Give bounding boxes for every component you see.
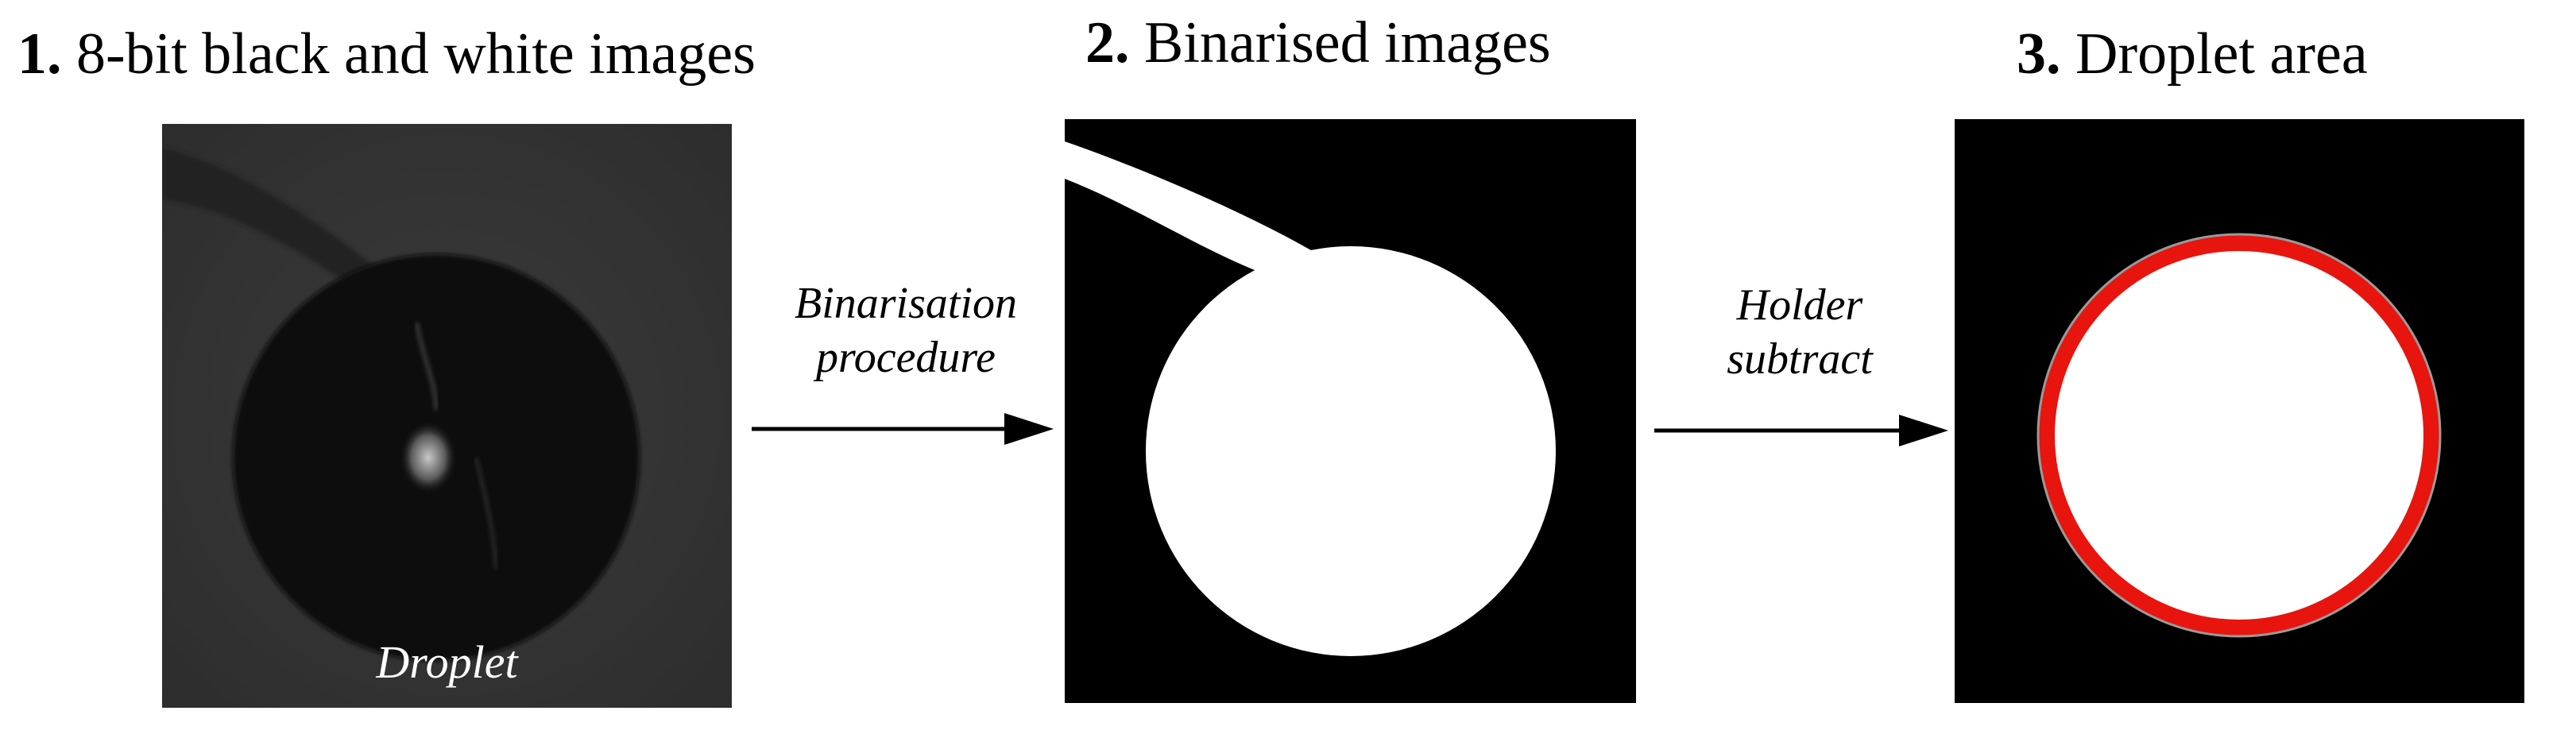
binarisation-line-1: Binarisation: [794, 279, 1018, 328]
holder-subtract-line-2: subtract: [1727, 334, 1873, 384]
droplet-area-graphic: [1955, 119, 2524, 703]
holder-subtract-step-label: Holder subtract: [1649, 278, 1951, 386]
binarised-graphic: [1065, 119, 1636, 703]
binarised-holder: [1065, 141, 1311, 278]
panel-2-title-text: Binarised images: [1144, 10, 1551, 75]
grayscale-droplet-graphic: [162, 124, 732, 708]
holder-subtract-line-1: Holder: [1736, 280, 1863, 330]
droplet-glint: [400, 421, 457, 494]
panel-2-title: 2. Binarised images: [1085, 3, 1551, 83]
binarised-image: [1065, 119, 1636, 703]
panel-1-title: 1. 8-bit black and white images: [17, 14, 756, 94]
droplet-area-image: [1955, 119, 2524, 703]
binarised-droplet: [1146, 246, 1556, 656]
droplet-area-outline: [2039, 235, 2439, 635]
droplet-area-fill: [2047, 243, 2431, 628]
arrow-right-icon: [752, 413, 1054, 445]
arrow-right-icon: [1654, 415, 1948, 446]
panel-3-title-text: Droplet area: [2075, 21, 2368, 87]
grayscale-droplet-image: Droplet: [162, 124, 732, 708]
binarisation-step-label: Binarisation procedure: [747, 276, 1065, 384]
panel-3-title: 3. Droplet area: [2017, 14, 2368, 94]
panel-1-title-text: 8-bit black and white images: [76, 21, 756, 87]
binarisation-line-2: procedure: [816, 333, 996, 382]
panel-2-number: 2.: [1085, 10, 1130, 75]
panel-1-number: 1.: [17, 21, 62, 87]
droplet-label: Droplet: [376, 636, 518, 688]
panel-3-number: 3.: [2017, 21, 2061, 87]
